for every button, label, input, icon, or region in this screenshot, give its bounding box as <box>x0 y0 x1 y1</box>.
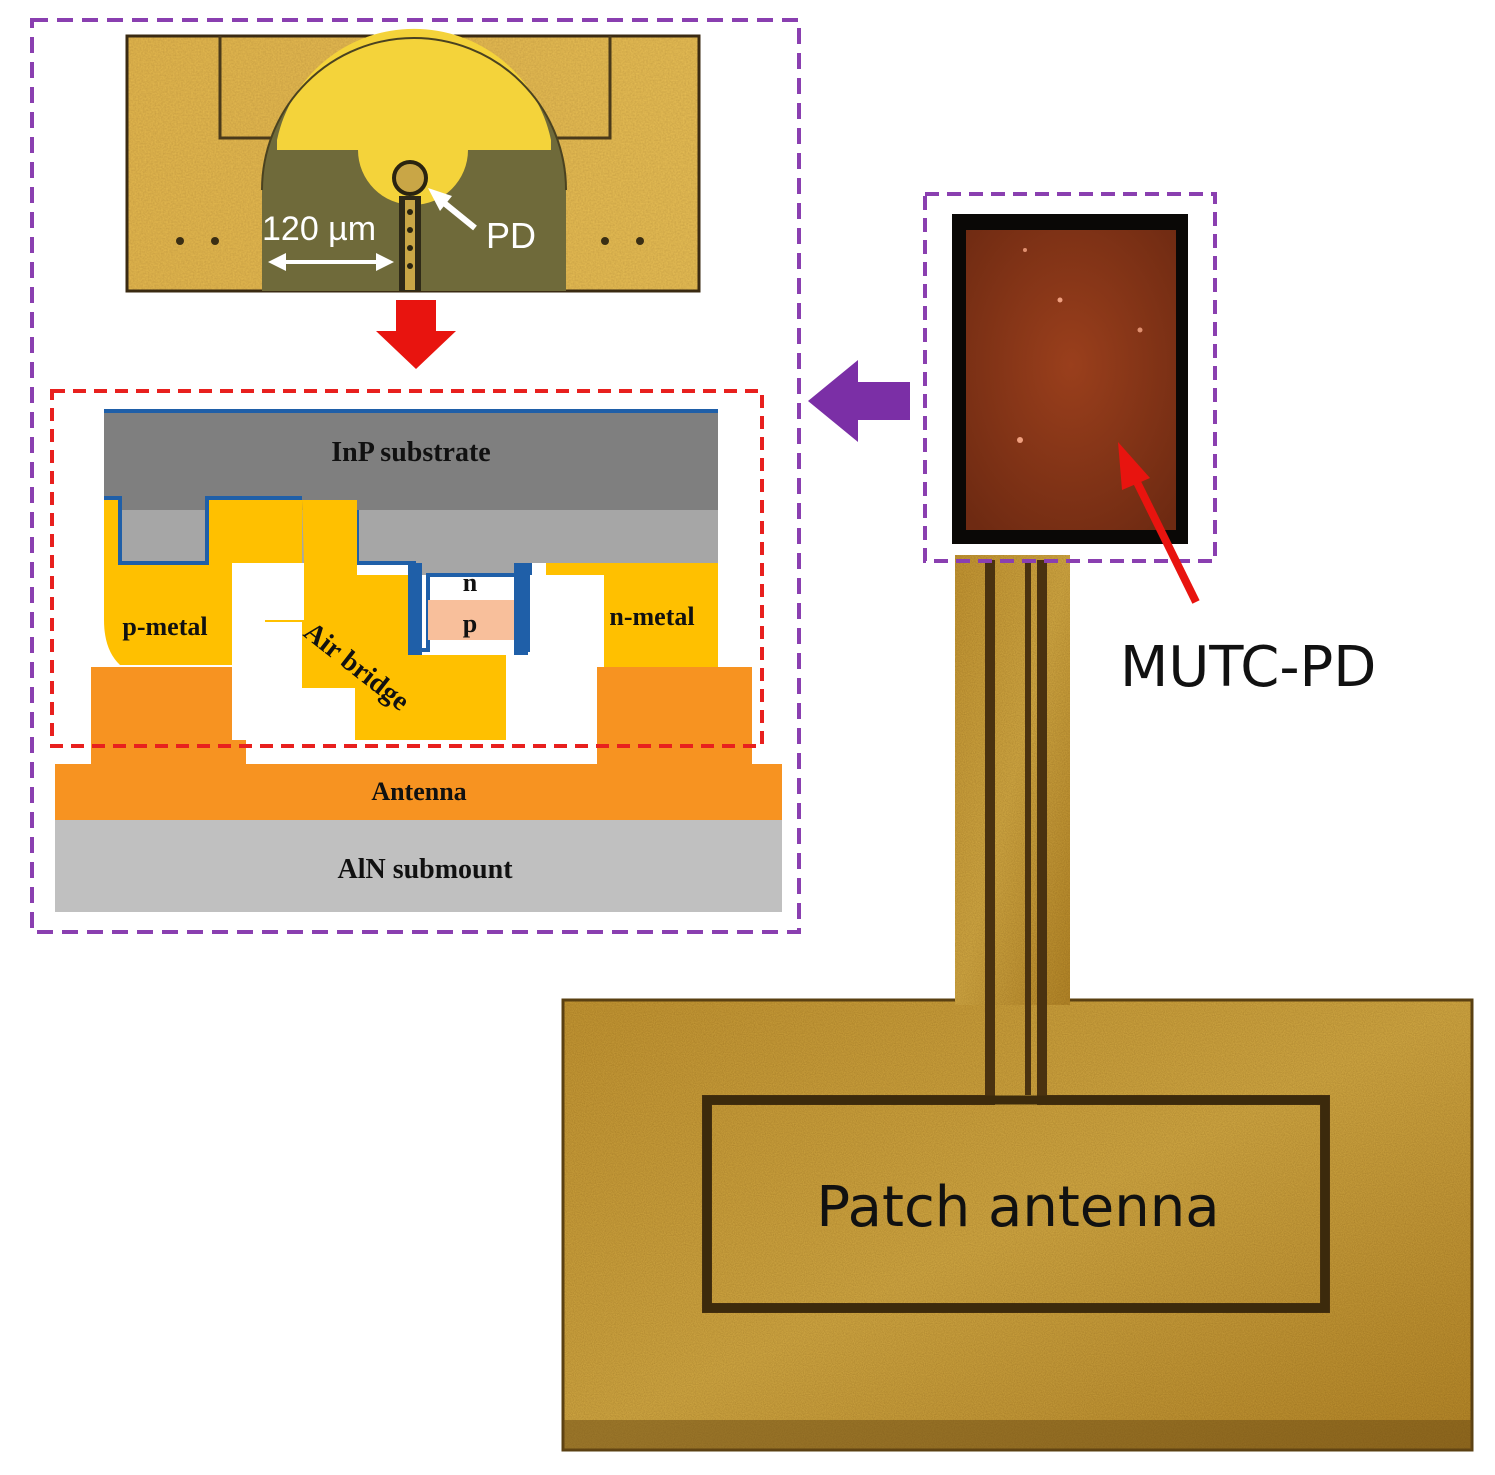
patch-antenna-label: Patch antenna <box>816 1175 1219 1240</box>
antenna-layer <box>55 764 782 820</box>
scale-label: 120 µm <box>262 210 376 248</box>
n-metal-label: n-metal <box>609 602 694 631</box>
purple-left-arrow <box>808 360 910 442</box>
scale-bar-right-arrowhead <box>376 253 394 271</box>
mutc-pd-arrow-shaft <box>1128 470 1200 604</box>
pd-arrowhead <box>428 188 452 211</box>
p-metal-region <box>104 498 302 665</box>
n-metal-region <box>530 563 718 667</box>
mutc-pd-label: MUTC-PD <box>1120 635 1376 700</box>
device-photo <box>561 555 1474 1452</box>
mutc-pd-arrowhead <box>1118 442 1150 490</box>
pd-label: PD <box>486 215 536 256</box>
left-bump <box>91 667 246 765</box>
antenna-label: Antenna <box>371 777 466 806</box>
patch-antenna-element <box>702 1095 1330 1313</box>
chip-purple-dashed-box <box>923 192 1217 563</box>
device-red-dashed-box <box>50 389 764 748</box>
aln-submount-layer <box>55 820 782 912</box>
p-region-label: p <box>463 609 477 638</box>
red-down-arrow <box>376 300 456 369</box>
scale-bar-left-arrowhead <box>268 253 286 271</box>
chip-micrograph: 120 µm PD <box>125 28 701 293</box>
n-region-label: n <box>463 568 478 597</box>
p-metal-label: p-metal <box>122 612 207 641</box>
aln-submount-label: AlN submount <box>337 854 513 885</box>
p-region <box>428 600 514 640</box>
inp-substrate-layer <box>104 410 718 510</box>
cross-section-diagram: InP substrate p-metal n-metal n p Air br… <box>55 409 782 912</box>
right-bump <box>597 667 752 765</box>
inp-substrate-label: InP substrate <box>331 437 490 468</box>
inset-purple-dashed-box <box>30 18 801 934</box>
mutc-pd-chip <box>952 214 1188 544</box>
